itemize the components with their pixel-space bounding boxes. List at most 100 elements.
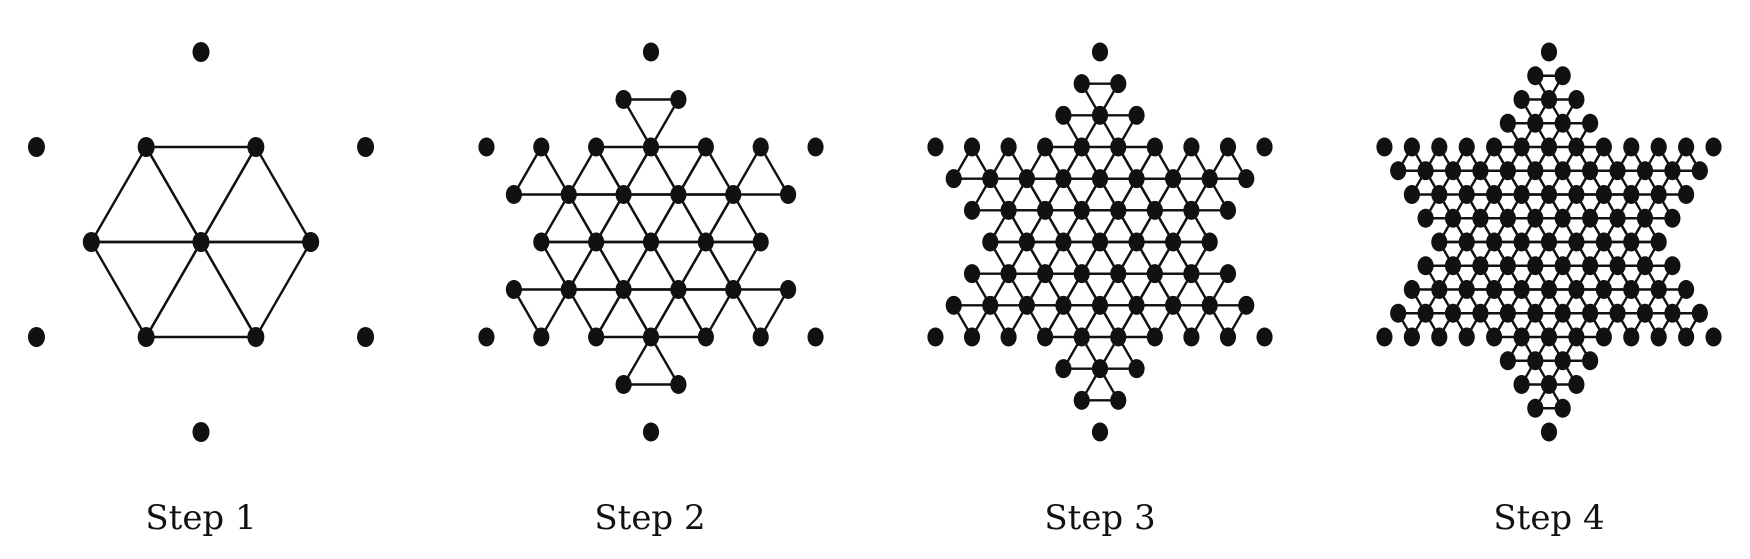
node [1458, 185, 1475, 204]
node [1201, 169, 1218, 189]
node [1444, 161, 1462, 181]
node [1664, 303, 1681, 323]
node [1219, 200, 1237, 220]
edge [622, 145, 762, 386]
node [1417, 303, 1434, 323]
node [1513, 280, 1530, 299]
node [1000, 137, 1017, 157]
node [505, 185, 522, 204]
node [1128, 232, 1145, 252]
node [1568, 185, 1585, 204]
node [1165, 295, 1182, 315]
node [478, 137, 495, 157]
node [247, 327, 265, 347]
node [1486, 185, 1503, 204]
node [1110, 264, 1127, 284]
node [1472, 161, 1489, 181]
node [1527, 303, 1544, 323]
node [642, 137, 660, 157]
edge [989, 145, 1047, 244]
node [1073, 137, 1090, 157]
node [1219, 327, 1237, 347]
node [1165, 169, 1182, 189]
node [1499, 208, 1516, 228]
node [1018, 295, 1035, 315]
node [1403, 185, 1420, 204]
node [963, 200, 981, 220]
node [945, 169, 962, 189]
node [533, 137, 550, 157]
node [1540, 280, 1558, 299]
node [1595, 232, 1612, 252]
node [1417, 161, 1434, 181]
node [642, 422, 660, 442]
node [192, 422, 210, 442]
node [1513, 90, 1530, 109]
node [670, 280, 687, 299]
node [247, 137, 265, 157]
node [1091, 105, 1109, 125]
edge [1630, 264, 1674, 339]
node [1554, 398, 1571, 418]
node [1554, 113, 1571, 133]
edge [1465, 145, 1592, 362]
node [725, 280, 742, 299]
node [1458, 327, 1475, 347]
node [1595, 185, 1612, 204]
node [927, 137, 944, 157]
node [1091, 232, 1109, 252]
node [1691, 303, 1708, 323]
edge [512, 288, 543, 339]
node [1110, 327, 1127, 347]
node [1376, 327, 1393, 347]
node [1540, 375, 1558, 394]
node [1073, 200, 1090, 220]
node [533, 327, 550, 347]
node [1219, 137, 1237, 157]
node [1091, 295, 1109, 315]
node [1554, 208, 1571, 228]
node [780, 185, 797, 204]
node [560, 185, 577, 204]
node [1431, 185, 1448, 204]
node [1037, 200, 1054, 220]
node [670, 185, 687, 204]
node [357, 137, 375, 157]
node [1000, 264, 1017, 284]
node [1705, 137, 1722, 157]
node [1513, 185, 1530, 204]
node [1499, 161, 1516, 181]
node [1091, 169, 1109, 189]
node [1238, 169, 1255, 189]
node [1623, 185, 1640, 204]
node [1073, 264, 1090, 284]
node [1128, 295, 1145, 315]
node [1055, 295, 1072, 315]
node [1146, 327, 1163, 347]
node [1128, 105, 1145, 125]
node [963, 137, 981, 157]
node [1582, 161, 1599, 181]
node [1527, 351, 1544, 371]
node [1146, 137, 1163, 157]
node [697, 327, 714, 347]
node [1472, 208, 1489, 228]
node [1486, 327, 1503, 347]
edge [759, 145, 790, 196]
node [752, 137, 769, 157]
edge [1630, 145, 1674, 220]
node [1018, 169, 1035, 189]
node [1582, 208, 1599, 228]
node [615, 375, 632, 394]
edge [989, 240, 1047, 339]
node [1691, 161, 1708, 181]
node [1623, 280, 1640, 299]
node [1664, 208, 1681, 228]
node [1499, 113, 1516, 133]
node [1201, 232, 1218, 252]
node [1037, 137, 1054, 157]
node [1540, 137, 1558, 157]
edge [1153, 240, 1211, 339]
node [752, 327, 769, 347]
panel-step-1 [27, 42, 375, 442]
